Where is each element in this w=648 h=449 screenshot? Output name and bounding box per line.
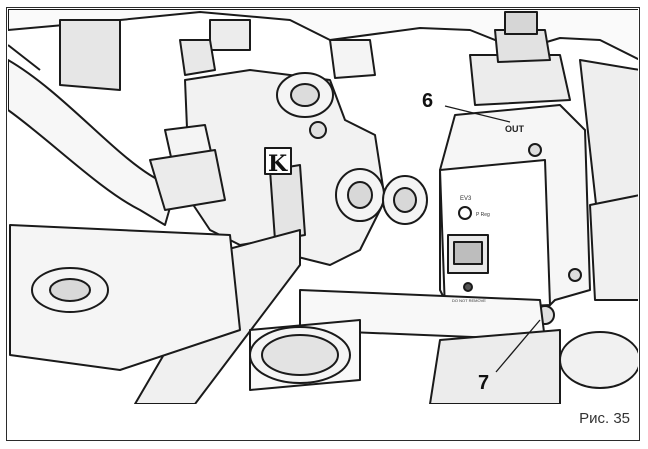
- figure-caption: Рис. 35: [579, 410, 630, 427]
- callout-6: 6: [422, 90, 434, 112]
- outlet-label: OUT: [505, 124, 525, 134]
- valve-text-label: P Reg: [476, 212, 490, 218]
- brand-mark: [264, 147, 292, 175]
- pipe-clip-fitting: [149, 124, 306, 241]
- callout-leaders: [444, 105, 541, 373]
- bottom-bracket: [9, 224, 638, 404]
- gas-valve-body: [439, 11, 591, 325]
- valve-bottom-label: DO NOT REMOVE: [452, 298, 486, 303]
- right-pipework: [589, 194, 638, 301]
- brand-mark-letter: K: [268, 151, 288, 177]
- valve-model-label: EV3: [460, 196, 472, 202]
- callout-7: 7: [478, 372, 490, 394]
